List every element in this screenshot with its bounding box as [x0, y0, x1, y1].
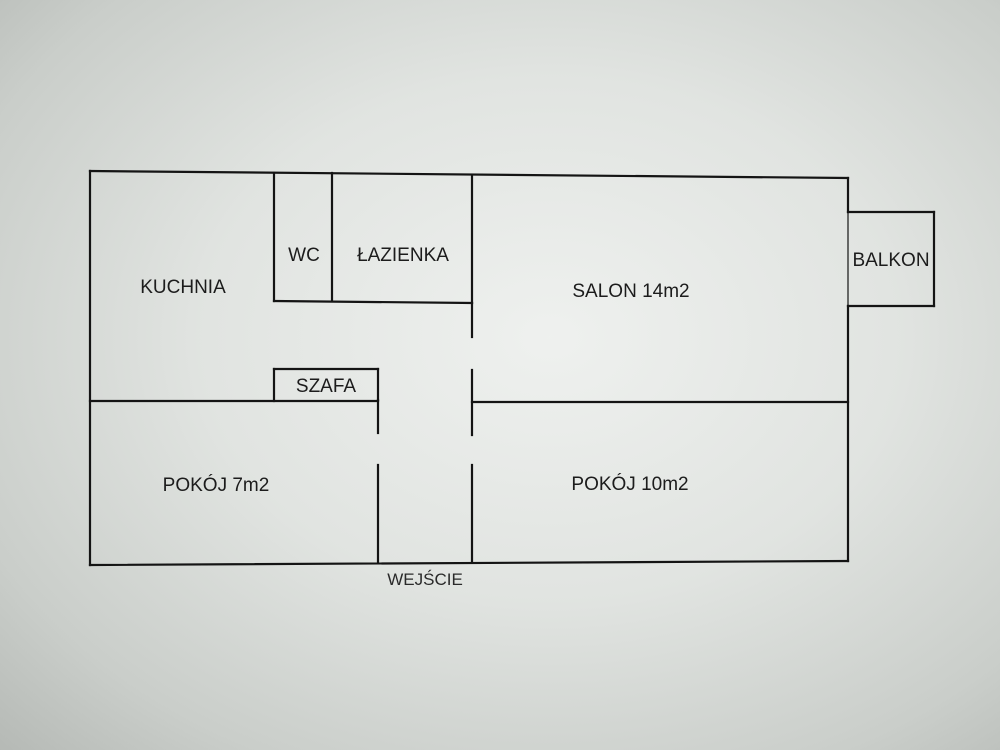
- wardrobe-label: SZAFA: [296, 376, 357, 397]
- large-room-label: POKÓJ 10m2: [571, 473, 688, 495]
- balcony-label: BALKON: [852, 250, 929, 271]
- entrance-label: WEJŚCIE: [387, 570, 463, 589]
- wall-top: [88, 169, 850, 180]
- bathroom-label: ŁAZIENKA: [357, 245, 449, 266]
- wc-bathroom-walls: [272, 171, 474, 305]
- wardrobe-outline: [272, 367, 380, 403]
- corridor-walls: [376, 301, 474, 564]
- kitchen-label: KUCHNIA: [140, 277, 226, 298]
- wc-label: WC: [288, 245, 320, 266]
- room-dividers: [88, 399, 850, 404]
- wc-bathroom-wall-bottom: [272, 299, 474, 305]
- small-room-label: POKÓJ 7m2: [163, 474, 270, 496]
- outer-walls: [88, 169, 850, 567]
- wall-bottom: [88, 559, 850, 567]
- living-room-label: SALON 14m2: [572, 281, 689, 302]
- balcony-outline: [846, 210, 936, 308]
